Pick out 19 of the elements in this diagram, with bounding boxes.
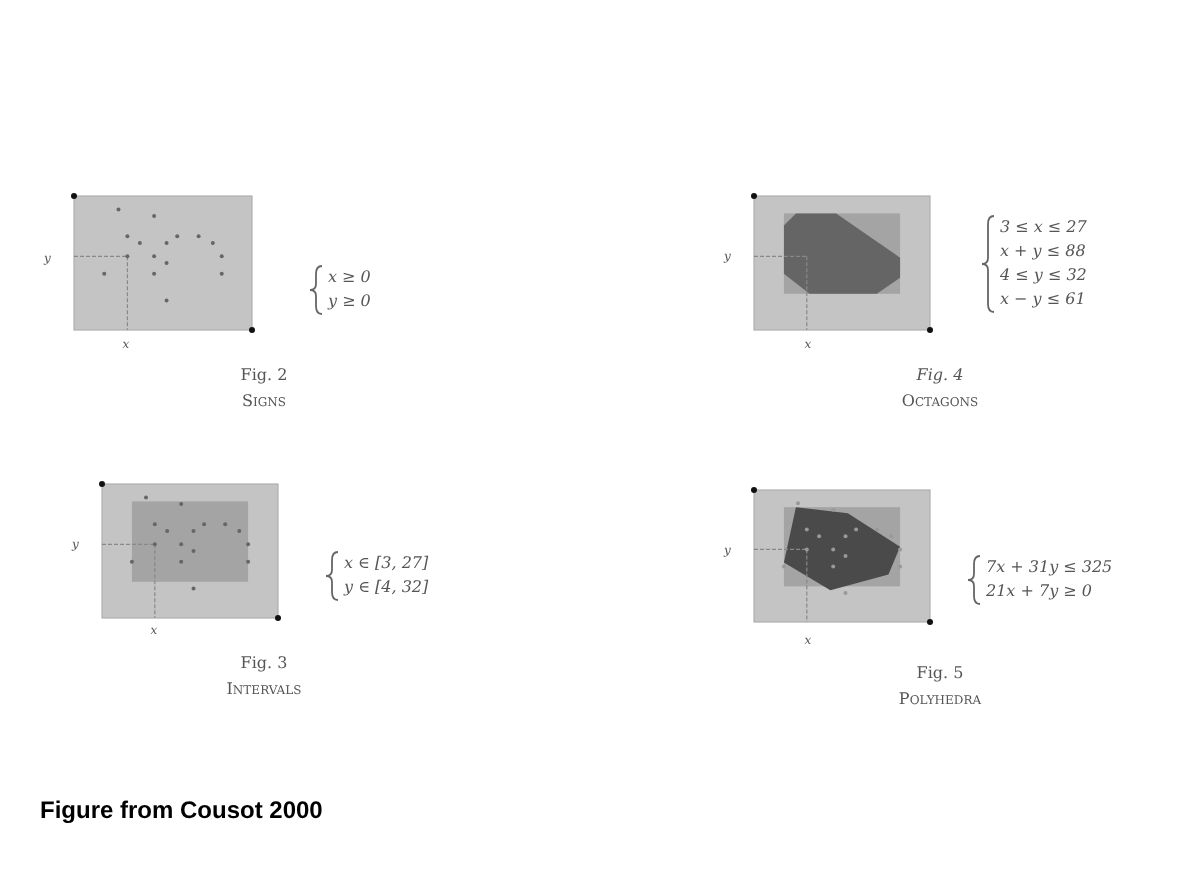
figure-title: Polyhedra [898,692,982,708]
figure-number: Fig. 3 [240,656,288,672]
constraint-formula: 7x + 31y ≤ 325 [986,560,1113,576]
figure-title: Octagons [901,394,979,410]
constraint-formula: x ≥ 0 [328,270,371,286]
constraint-formula: 3 ≤ x ≤ 27 [1000,220,1087,236]
constraint-formula: x ∈ [3, 27] [344,556,429,572]
constraint-formula: x − y ≤ 61 [1000,292,1086,308]
caption: Figure from Cousot 2000 [40,798,323,822]
figure-title: Intervals [226,682,302,698]
constraint-formula: 21x + 7y ≥ 0 [986,584,1092,600]
constraint-formula: x + y ≤ 88 [1000,244,1086,260]
constraint-formula: y ∈ [4, 32] [344,580,429,596]
figure-number: Fig. 2 [240,368,288,384]
constraint-formula: y ≥ 0 [328,294,371,310]
figure-number: Fig. 5 [916,666,964,682]
figure-title: Signs [242,394,286,410]
figure-number: Fig. 4 [916,368,964,384]
constraint-formula: 4 ≤ y ≤ 32 [1000,268,1087,284]
